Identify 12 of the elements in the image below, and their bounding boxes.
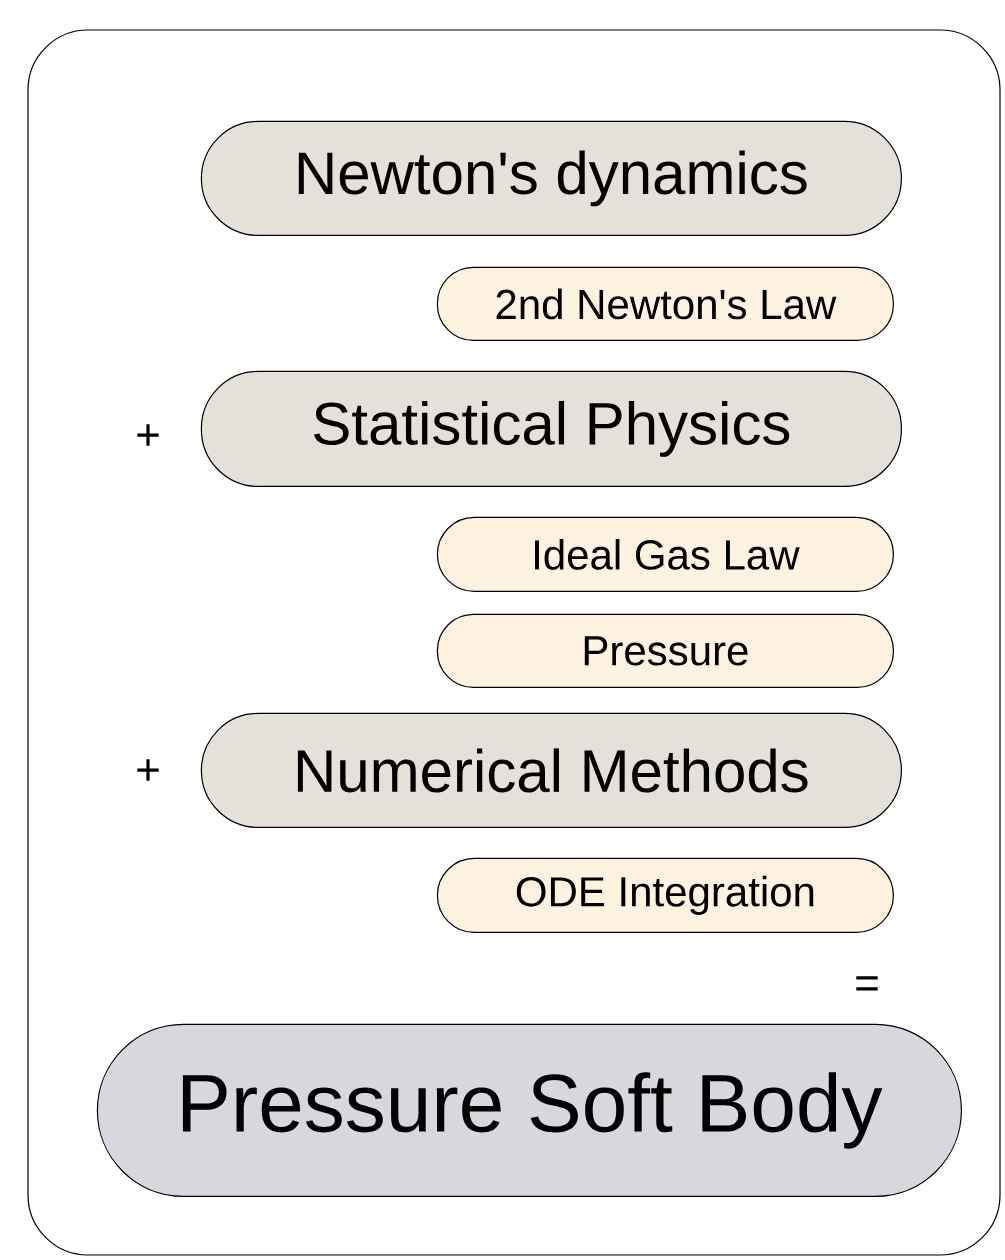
topic-pill: Statistical Physics bbox=[200, 370, 902, 487]
topic-pill: Numerical Methods bbox=[200, 712, 902, 828]
subtopic-pill: Ideal Gas Law bbox=[436, 516, 894, 592]
operator-sign: = bbox=[856, 976, 878, 991]
subtopic-pill: ODE Integration bbox=[436, 857, 894, 933]
topic-pill: Newton's dynamics bbox=[200, 120, 902, 236]
result-pill: Pressure Soft Body bbox=[96, 1023, 962, 1197]
subtopic-pill: 2nd Newton's Law bbox=[436, 266, 894, 341]
operator-sign: + bbox=[137, 424, 159, 446]
frame-box bbox=[27, 29, 1001, 1256]
subtopic-pill: Pressure bbox=[436, 613, 894, 688]
operator-sign: + bbox=[137, 759, 159, 781]
